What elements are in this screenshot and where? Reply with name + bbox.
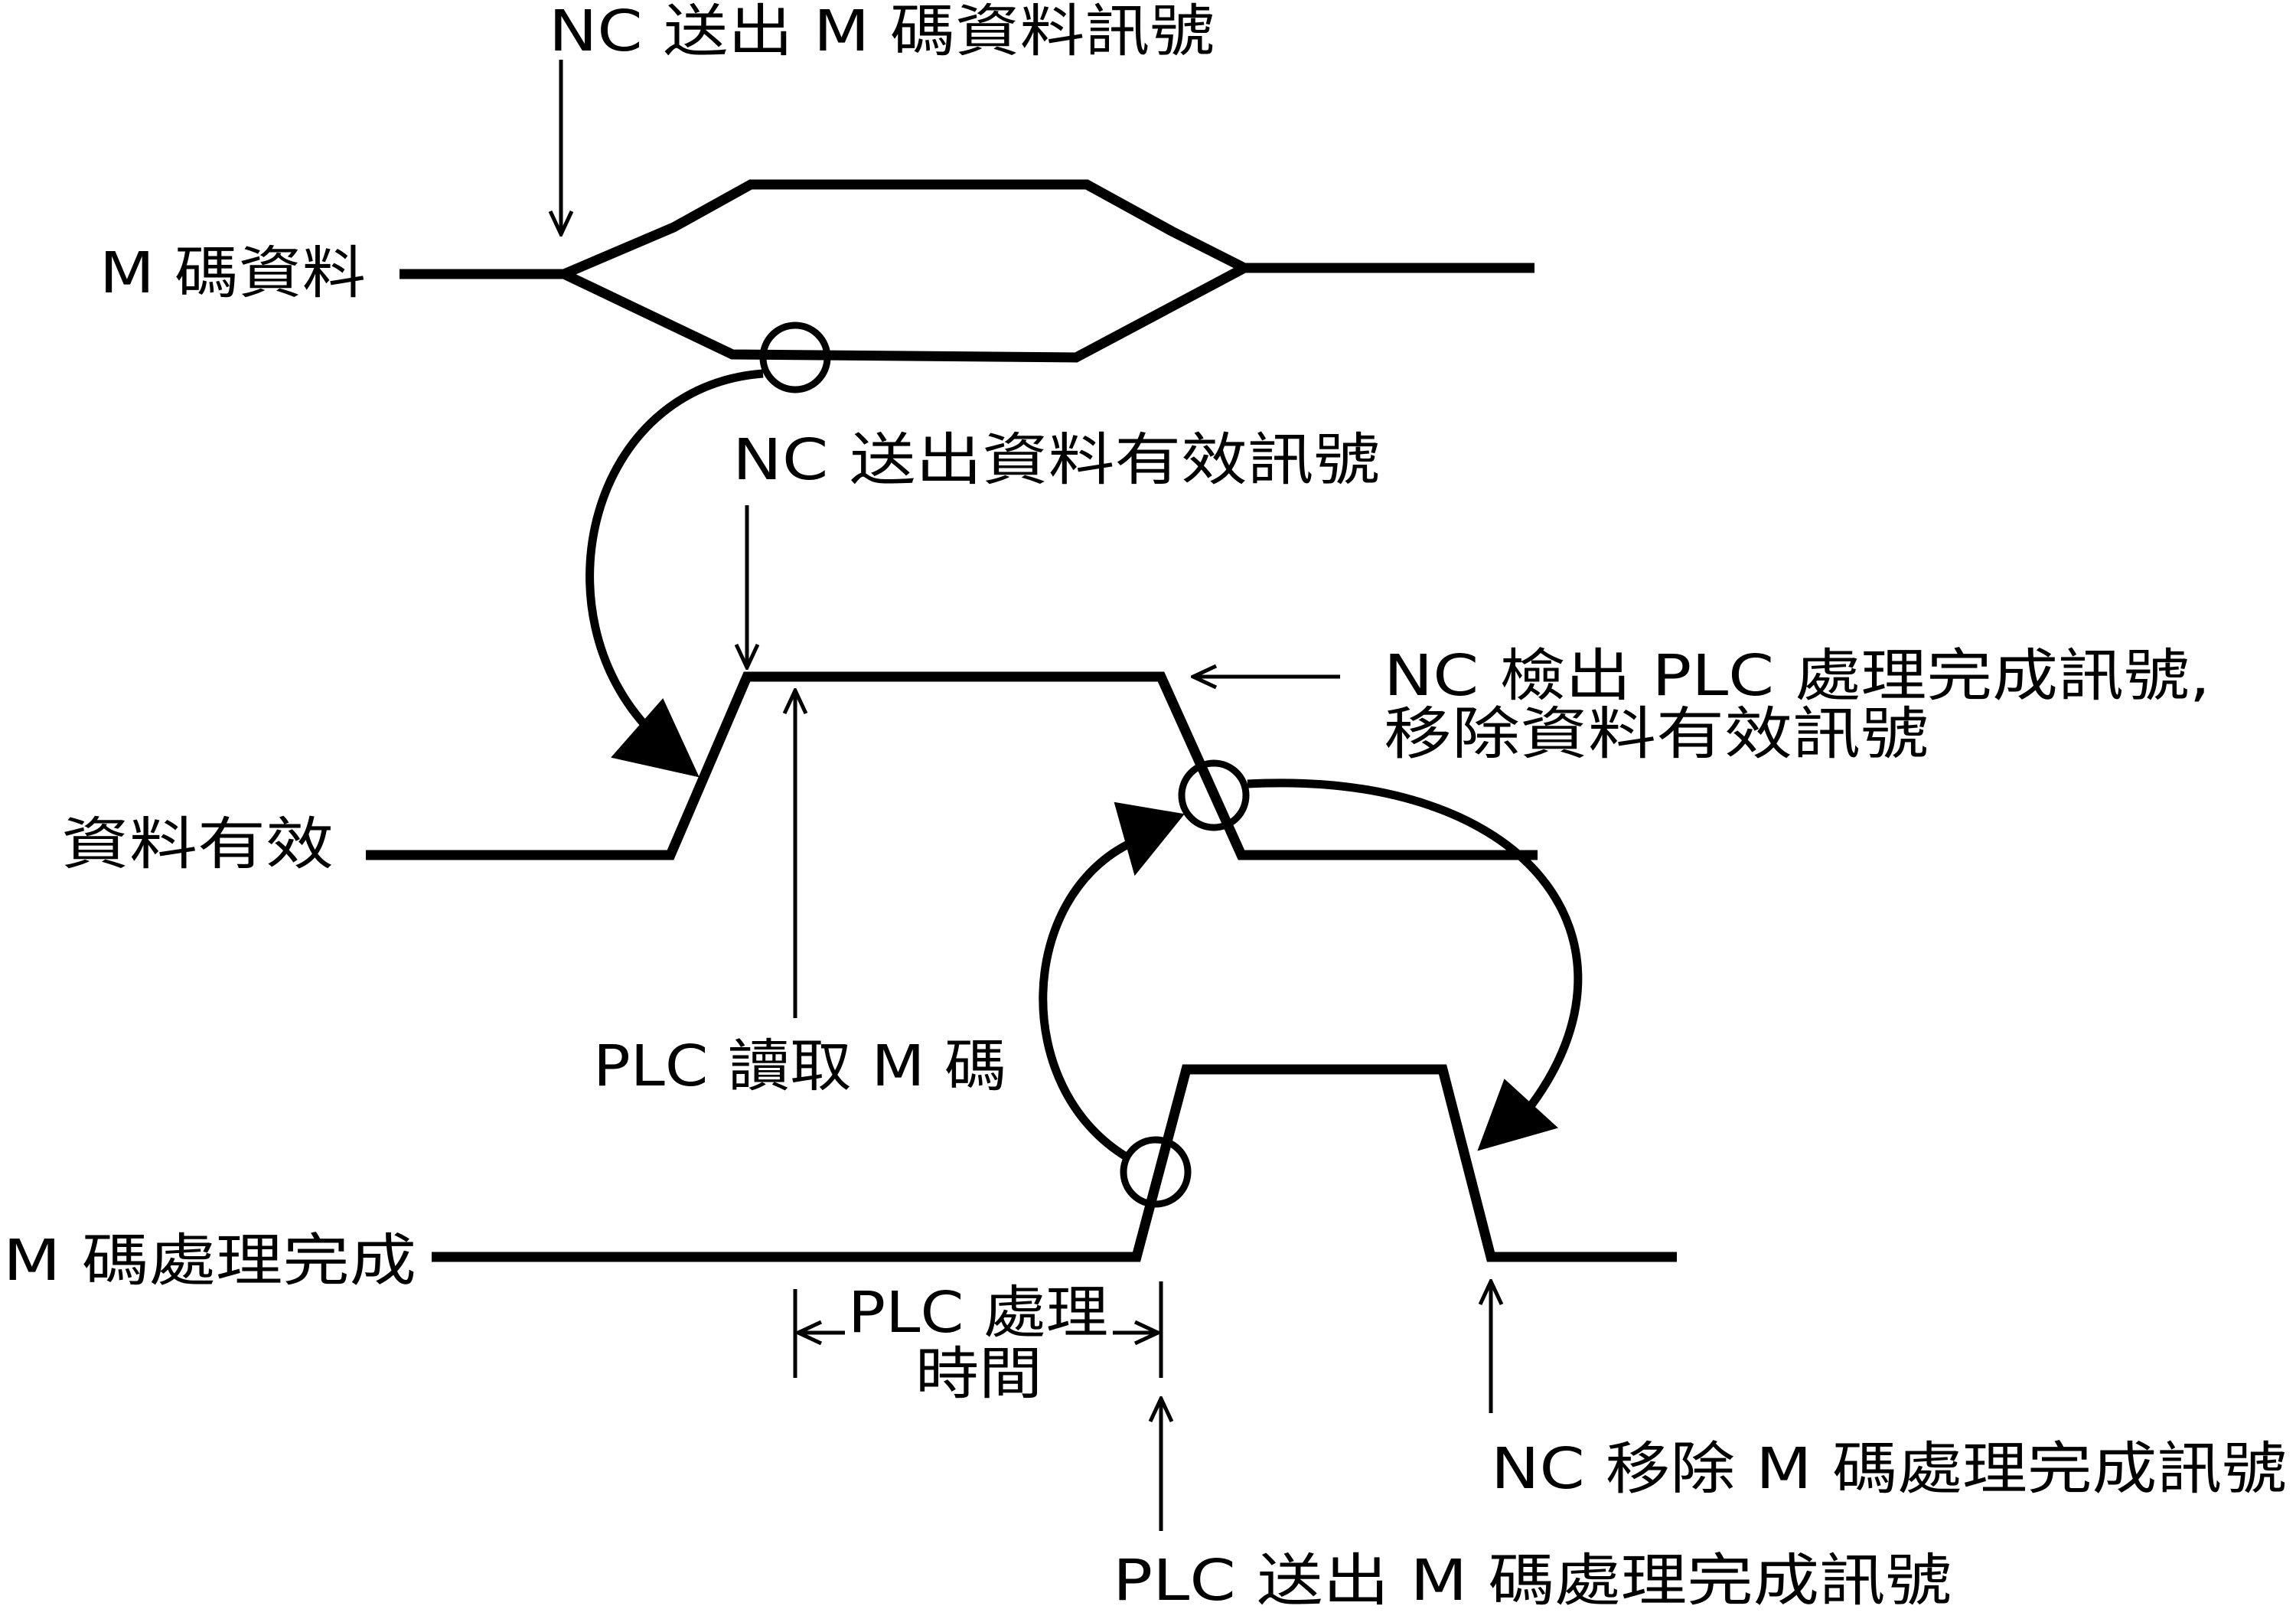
label-nc-detect-line2: 移除資料有效訊號: [1384, 701, 1929, 767]
curve-arrowhead-done-to-valid-fall: [1114, 801, 1185, 876]
event-circle-data-settled: [759, 322, 831, 393]
label-plc-processing-line2: 時間: [915, 1341, 1042, 1407]
m-code-data-signal-top: [400, 179, 1534, 279]
label-nc-detect-line1: NC 檢出 PLC 處理完成訊號,: [1384, 643, 2210, 709]
label-nc-send-data-valid: NC 送出資料有效訊號: [732, 427, 1380, 493]
curve-arrow-done-to-valid-fall: [1039, 838, 1135, 1161]
label-plc-send-done: PLC 送出 M 碼處理完成訊號: [1113, 1548, 1952, 1614]
label-nc-remove-done: NC 移除 M 碼處理完成訊號: [1491, 1436, 2287, 1502]
curve-arrow-data-to-valid: [585, 369, 764, 734]
m-code-data-signal-bottom: [562, 263, 1247, 363]
label-plc-processing-line1: PLC 處理: [848, 1280, 1108, 1346]
event-circle-done-rise: [1120, 1136, 1192, 1208]
curve-arrowhead-valid-fall-to-done-fall: [1477, 1079, 1559, 1151]
event-circle-data-valid-fall: [1178, 759, 1250, 831]
label-data-valid: 資料有效: [61, 811, 334, 877]
m-code-done-signal: [432, 1064, 1677, 1262]
label-plc-read-m-code: PLC 讀取 M 碼: [593, 1033, 1006, 1099]
data-valid-signal: [366, 671, 1538, 860]
curve-arrow-valid-fall-to-done-fall: [1247, 778, 1583, 1109]
label-m-code-data: M 碼資料: [99, 240, 366, 306]
curve-arrowhead-data-to-valid: [611, 698, 700, 778]
label-m-code-done: M 碼處理完成: [3, 1228, 416, 1294]
label-nc-send-m-code: NC 送出 M 碼資料訊號: [549, 0, 1215, 64]
